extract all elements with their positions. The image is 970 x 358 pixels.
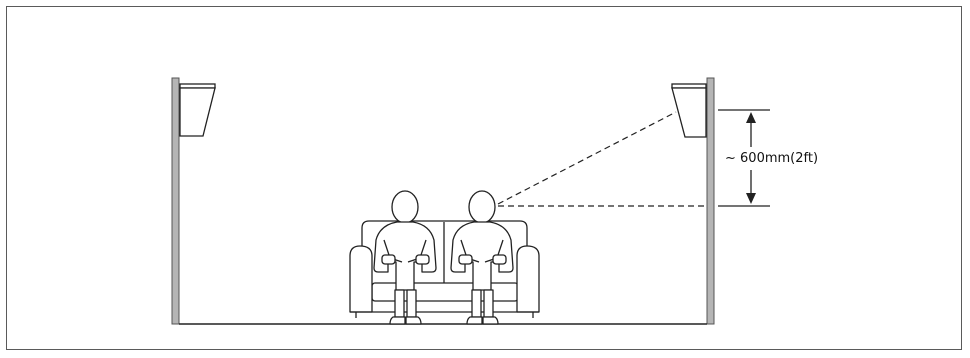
sight-line-to-speaker [497,111,677,205]
right-speaker-icon [671,83,707,138]
arrow-up-icon [746,112,756,147]
left-speaker-icon [179,83,216,137]
listener-right-icon [450,190,514,325]
arrow-down-icon [746,170,756,204]
dimension-label: ~ 600mm(2ft) [725,151,819,166]
left-wall [171,77,180,325]
right-wall [706,77,715,325]
listener-left-icon [373,190,437,325]
